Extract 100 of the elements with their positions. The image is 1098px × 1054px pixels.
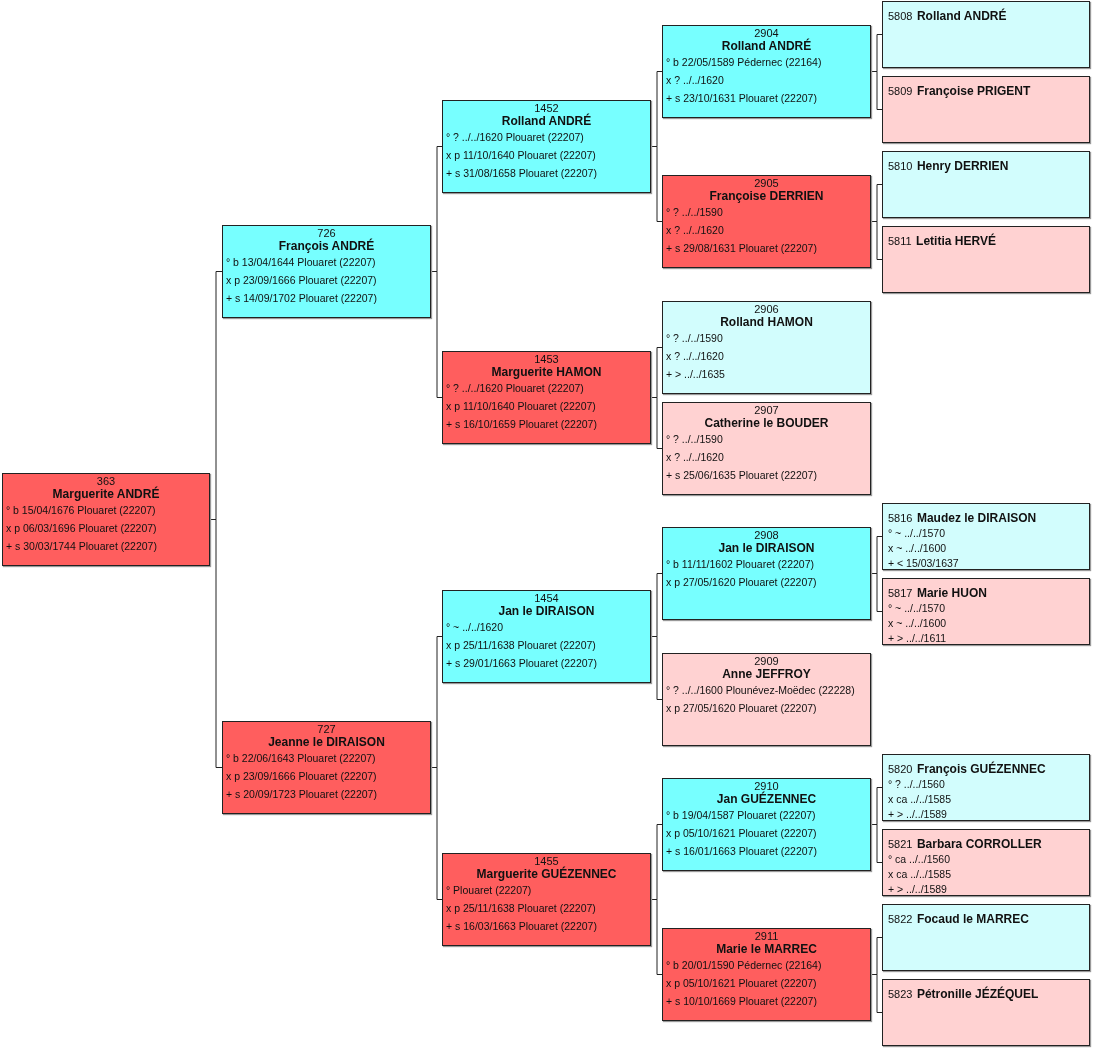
person-box — [442, 100, 651, 193]
person-name: Jan le DIRAISON — [717, 541, 816, 555]
person-name: François ANDRÉ — [277, 239, 376, 253]
person-box — [882, 578, 1090, 645]
event-line: + s 29/08/1631 Plouaret (22207) — [665, 241, 818, 256]
person-box — [882, 1, 1090, 68]
person-name: Henry DERRIEN — [916, 159, 1009, 173]
person-name: Marguerite ANDRÉ — [51, 487, 161, 501]
ancestor-number: 5821 — [888, 838, 913, 850]
event-line: x p 27/05/1620 Plouaret (22207) — [665, 575, 818, 590]
event-line: ° b 20/01/1590 Pédernec (22164) — [665, 958, 823, 973]
person-box — [442, 351, 651, 444]
event-line: + s 30/03/1744 Plouaret (22207) — [5, 539, 158, 554]
event-line: x ? ../../1620 — [665, 223, 725, 238]
event-line: + s 16/01/1663 Plouaret (22207) — [665, 844, 818, 859]
person-box — [442, 853, 651, 946]
person-box — [2, 473, 210, 566]
ancestor-number: 5811 — [888, 235, 912, 247]
person-name: Jan GUÉZENNEC — [715, 792, 818, 806]
person-name: Jan le DIRAISON — [497, 604, 596, 618]
event-line: ° ~ ../../1620 — [445, 620, 505, 635]
event-line: x p 11/10/1640 Plouaret (22207) — [445, 399, 597, 414]
person-box — [882, 904, 1090, 971]
ancestor-number: 5810 — [888, 160, 913, 172]
event-line: + > ../../1635 — [665, 367, 726, 382]
event-line: + s 25/06/1635 Plouaret (22207) — [665, 468, 818, 483]
event-line: x ? ../../1620 — [665, 349, 725, 364]
person-box — [662, 301, 871, 394]
event-line: ° b 13/04/1644 Plouaret (22207) — [225, 255, 377, 270]
event-line: ° ? ../../1590 — [665, 205, 724, 220]
event-line: ° ? ../../1590 — [665, 432, 724, 447]
event-line: ° ? ../../1590 — [665, 331, 724, 346]
person-box — [882, 151, 1090, 218]
person-box — [882, 503, 1090, 570]
person-name: Focaud le MARREC — [916, 912, 1029, 926]
person-box — [882, 754, 1090, 821]
ancestor-number: 1455 — [533, 855, 559, 867]
person-name: Barbara CORROLLER — [916, 837, 1042, 851]
ancestor-number: 2908 — [753, 529, 780, 541]
ancestor-number: 1452 — [533, 102, 559, 114]
event-line: x p 23/09/1666 Plouaret (22207) — [225, 769, 378, 784]
ancestor-number: 5817 — [888, 587, 913, 599]
person-name: Rolland HAMON — [719, 315, 814, 329]
person-name: Rolland ANDRÉ — [500, 114, 593, 128]
ancestor-number: 2909 — [753, 655, 780, 667]
event-line: ° ? ../../1560 — [887, 777, 946, 792]
event-line: ° ? ../../1600 Plounévez-Moëdec (22228) — [665, 683, 856, 698]
event-line: + s 23/10/1631 Plouaret (22207) — [665, 91, 818, 106]
person-name: Maudez le DIRAISON — [916, 511, 1037, 525]
event-line: x ~ ../../1600 — [887, 541, 948, 556]
person-name: Catherine le BOUDER — [703, 416, 830, 430]
ancestor-number: 5809 — [888, 85, 913, 97]
person-box — [662, 402, 871, 495]
event-line: x ca ../../1585 — [887, 867, 953, 882]
ancestor-number: 727 — [316, 723, 337, 735]
ancestor-number: 2906 — [753, 303, 780, 315]
event-line: x ~ ../../1600 — [887, 616, 948, 631]
person-name: Marie HUON — [916, 586, 987, 600]
event-line: x p 11/10/1640 Plouaret (22207) — [445, 148, 597, 163]
event-line: x p 05/10/1621 Plouaret (22207) — [665, 826, 818, 841]
event-line: ° b 11/11/1602 Plouaret (22207) — [665, 557, 815, 572]
person-box — [662, 175, 871, 268]
event-line: ° ~ ../../1570 — [887, 601, 947, 616]
event-line: + s 29/01/1663 Plouaret (22207) — [445, 656, 598, 671]
person-box — [662, 778, 871, 871]
person-name: Rolland ANDRÉ — [720, 39, 813, 53]
person-box — [222, 721, 431, 814]
person-name: Marie le MARREC — [715, 942, 818, 956]
event-line: + s 16/03/1663 Plouaret (22207) — [445, 919, 598, 934]
ancestor-number: 5820 — [888, 763, 913, 775]
person-name: Marguerite HAMON — [490, 365, 603, 379]
person-name: Letitia HERVÉ — [916, 234, 996, 248]
event-line: x ? ../../1620 — [665, 73, 725, 88]
person-name: François GUÉZENNEC — [916, 762, 1046, 776]
person-box — [442, 590, 651, 683]
event-line: + s 20/09/1723 Plouaret (22207) — [225, 787, 378, 802]
ancestor-number: 2904 — [753, 27, 779, 39]
person-name: Anne JEFFROY — [721, 667, 812, 681]
ancestor-number: 5823 — [888, 988, 913, 1000]
ancestor-number: 1453 — [533, 353, 560, 365]
ancestor-number: 5816 — [888, 512, 913, 524]
ancestor-number: 2910 — [754, 780, 779, 792]
event-line: + > ../../1589 — [887, 882, 948, 895]
event-line: ° ? ../../1620 Plouaret (22207) — [445, 130, 585, 145]
event-line: x p 06/03/1696 Plouaret (22207) — [5, 521, 158, 536]
event-line: + s 31/08/1658 Plouaret (22207) — [445, 166, 598, 181]
event-line: ° b 22/05/1589 Pédernec (22164) — [665, 55, 823, 70]
event-line: + s 16/10/1659 Plouaret (22207) — [445, 417, 598, 432]
ancestor-number: 5808 — [888, 10, 913, 22]
event-line: ° b 19/04/1587 Plouaret (22207) — [665, 808, 817, 823]
person-name: Françoise DERRIEN — [708, 189, 825, 203]
person-box — [882, 829, 1090, 896]
event-line: + > ../../1589 — [887, 807, 948, 820]
ancestor-number: 5822 — [888, 913, 913, 925]
ancestor-number: 2911 — [753, 930, 780, 942]
person-box — [882, 76, 1090, 143]
event-line: + s 14/09/1702 Plouaret (22207) — [225, 291, 378, 306]
event-line: ° ? ../../1620 Plouaret (22207) — [445, 381, 585, 396]
ancestor-number: 2907 — [753, 404, 780, 416]
ancestor-number: 2905 — [753, 177, 780, 189]
